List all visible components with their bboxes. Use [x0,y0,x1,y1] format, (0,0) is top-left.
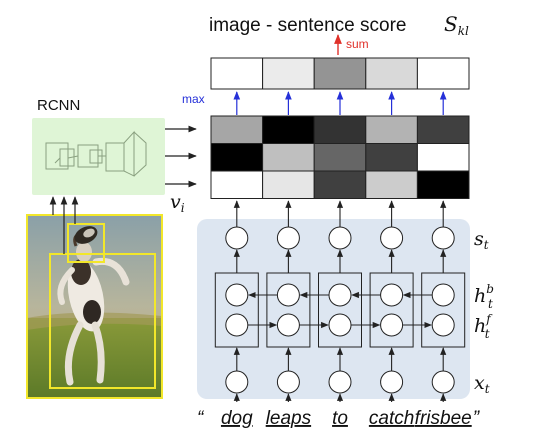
layer-label: st [474,228,489,252]
xt-node [225,370,249,394]
hf-node [380,313,404,337]
st-node [328,226,352,250]
matrix-cell [262,170,315,199]
detection-box-dog [49,253,156,389]
max-arrows [233,91,447,115]
matrix-cell [416,170,470,199]
matrix-cell [313,170,367,199]
v-label: vi [170,191,185,215]
title-text: image - sentence score [209,15,407,36]
sentence-word: catch [369,408,414,429]
rcnn-label: RCNN [37,97,80,114]
xt-node [328,370,352,394]
hf-node [431,313,455,337]
st-node [225,226,249,250]
figure-title: image - sentence score [209,15,407,36]
st-node [276,226,300,250]
matrix-cell [365,143,418,172]
sentence-word: dog [221,408,253,429]
sum-label: sum [346,37,369,51]
hb-node [328,283,352,307]
xt-node [431,370,455,394]
close-quote: ” [473,408,481,429]
sentence-word: leaps [266,408,312,429]
score-symbol-sub: kl [458,24,469,38]
matrix-cell [313,143,367,172]
open-quote: “ [197,408,205,429]
score-row [210,57,470,90]
layer-label: xt [474,372,490,396]
score-cell [365,57,418,90]
score-cell [210,57,264,90]
alignment-matrix [210,115,470,199]
matrix-cell [210,115,264,144]
matrix-cell [416,115,470,144]
score-symbol: Skl [444,12,469,38]
detection-box-frisbee [67,223,105,263]
matrix-cell [313,115,367,144]
matrix-cell [365,170,418,199]
max-label: max [182,92,205,106]
score-cell [313,57,367,90]
score-cell [416,57,470,90]
st-node [380,226,404,250]
matrix-cell [210,170,264,199]
matrix-cell [210,143,264,172]
st-node [431,226,455,250]
xt-node [380,370,404,394]
matrix-cell [365,115,418,144]
hb-node [276,283,300,307]
matrix-cell [262,115,315,144]
xt-node [276,370,300,394]
hb-node [225,283,249,307]
matrix-cell [262,143,315,172]
sentence-word: frisbee [415,408,472,429]
sentence-word: to [332,408,348,429]
rnn-panel [197,219,470,399]
brnn-network [214,200,466,402]
hf-node [225,313,249,337]
hf-node [276,313,300,337]
hb-node [431,283,455,307]
input-photo [26,214,163,399]
cnn-icon [45,130,147,177]
matrix-cell [416,143,470,172]
photo-frame [26,214,163,399]
hb-node [380,283,404,307]
score-cell [262,57,315,90]
hf-node [328,313,352,337]
